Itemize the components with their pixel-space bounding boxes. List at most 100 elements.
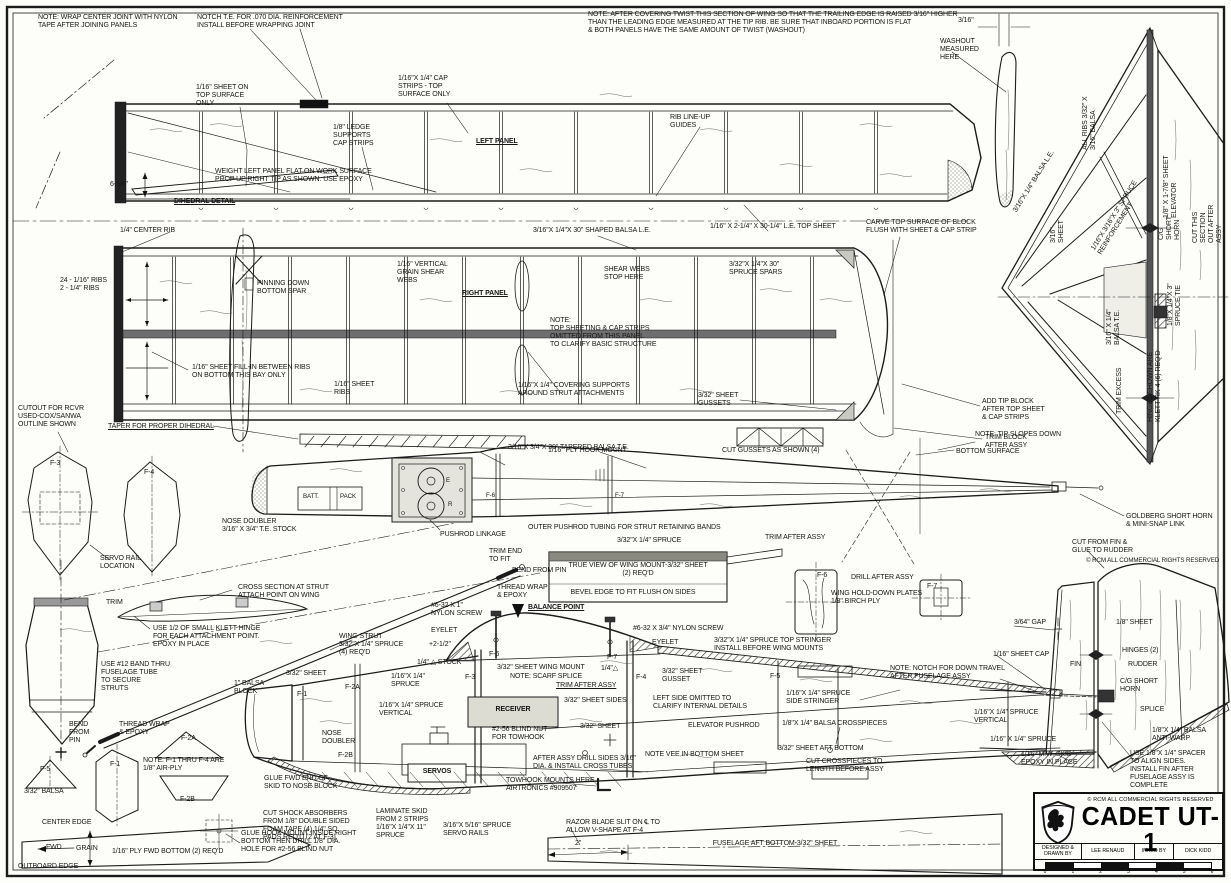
label-spruce-116: 1/16"X 1/4" SPRUCE (391, 673, 425, 689)
label-sheet-ribs: 1/16" SHEET RIBS (334, 381, 375, 397)
former-templates (21, 445, 229, 829)
label-ply-fwd: 1/16" PLY FWD BOTTOM (2) REQ'D (112, 848, 224, 855)
label-ply-hook: 1/16" PLY HOOK MOUNT (548, 447, 627, 454)
label-r-lbl: R (448, 501, 453, 508)
scale-tick: 3 (1127, 869, 1130, 875)
label-center-rib: 1/4" CENTER RIB (120, 227, 176, 234)
label-f6-mid: F-6 (489, 651, 500, 658)
label-webs-stop: SHEAR WEBS STOP HERE (604, 266, 650, 282)
label-rudder: RUDDER (1128, 661, 1158, 668)
label-spruce-spars: 3/32"X 1/4"X 30" SPRUCE SPARS (729, 261, 783, 277)
label-sheet332-2: 3/32" SHEET (580, 723, 621, 730)
label-carve-block: CARVE TOP SURFACE OF BLOCK FLUSH WITH SH… (866, 219, 977, 235)
label-f6-plate: F-6 (817, 572, 828, 579)
label-cut-from-fin: CUT FROM FIN & GLUE TO RUDDER (1072, 539, 1133, 555)
label-notch-down: NOTE: NOTCH FOR DOWN TRAVEL AFTER FUSELA… (890, 665, 1005, 681)
label-stab-le: 3/16"X 1/4" BALSA L.E. (1012, 149, 1056, 214)
label-washout-note: NOTE: AFTER COVERING TWIST THIS SECTION … (588, 11, 958, 35)
label-klett-hinge: USE 1/2 OF SMALL KLETT HINGE FOR EACH AT… (153, 625, 261, 649)
credits-row: DESIGNED & DRAWN BY LEE RENAUD INKED BY … (1035, 843, 1222, 859)
label-quarter-tri: 1/4"△ (601, 665, 619, 672)
label-left-omitted: LEFT SIDE OMITTED TO CLARIFY INTERNAL DE… (653, 695, 747, 711)
label-washout-here: WASHOUT MEASURED HERE (940, 38, 979, 62)
label-cut-cross: CUT CROSSPIECES TO LENGTH BEFORE ASSY (806, 758, 884, 774)
label-f5: F-5 (40, 766, 51, 773)
label-spruce-332-14: 3/32"X 1/4" SPRUCE (617, 537, 682, 544)
label-balsa332: 3/32" BALSA (24, 788, 64, 795)
label-spruce-reinf: 1/16"X 3/16"X 3" SPRUCE REINFORCEMENT (1090, 179, 1139, 256)
scale-tick: 4 (1154, 869, 1158, 875)
label-balsa-block: 1" BALSA BLOCK (234, 680, 265, 696)
label-f5-mid: F-5 (770, 673, 781, 680)
label-f3-mid: F-3 (465, 674, 476, 681)
label-gap364: 3/64" GAP (1014, 619, 1046, 626)
label-side-stringer: 1/16"X 1/4" SPRUCE SIDE STRINGER (786, 690, 851, 706)
label-cg-horn-stab: C/G SHORT HORN (1158, 216, 1182, 240)
label-f2b-mid: F-2B (338, 752, 353, 759)
label-elev-pushrod: ELEVATOR PUSHROD (688, 722, 760, 729)
scale-tick: 0 (1043, 869, 1047, 875)
label-thread-wrap2: THREAD WRAP & EPOXY (497, 584, 548, 600)
label-f2a: F-2A (181, 735, 196, 742)
label-razor: RAZOR BLADE SLIT ON ℄ TO ALLOW V-SHAPE A… (566, 819, 660, 835)
label-thread-wrap1: THREAD WRAP & EPOXY (119, 721, 170, 737)
scale-tick: 1 (1071, 869, 1075, 875)
stabilizer-elevator-view (997, 27, 1229, 465)
label-ledge: 1/8" LEDGE SUPPORTS CAP STRIPS (333, 124, 374, 148)
label-spruce-116b: 1/16" X 1/4" SPRUCE (990, 736, 1057, 743)
label-true-view: TRUE VIEW OF WING MOUNT-3/32" SHEET (2) … (568, 562, 708, 578)
label-elevator-sheet: 1/8" X 1-7/8" SHEET ELEVATOR (1163, 155, 1179, 218)
label-copyright-note: © RCM ALL COMMERCIAL RIGHTS RESERVED (1086, 557, 1220, 564)
scale-segment (1128, 863, 1156, 868)
label-dim-316: 3/16" (958, 17, 974, 24)
label-f7-mid: F-7 (607, 654, 618, 661)
left-panel-top-view (12, 59, 982, 222)
label-f3: F-3 (50, 460, 61, 467)
label-dim-2half: +2-1/2" (429, 641, 451, 648)
label-splice: SPLICE (1140, 706, 1165, 713)
label-cutout-rcvr: CUTOUT FOR RCVR USED-COX/SANWA OUTLINE S… (18, 405, 84, 429)
wing-hold-down-plates (785, 561, 971, 643)
label-sheet-316-stab: 3/16" SHEET (1050, 220, 1066, 243)
label-fill-in: 1/16" SHEET FILL-IN BETWEEN RIBS ON BOTT… (192, 364, 311, 380)
callout-leader-lines (57, 28, 1136, 846)
label-cg-horn2: C/G SHORT HORN (1120, 678, 1158, 694)
label-sheet-top-surface: 1/16" SHEET ON TOP SURFACE ONLY (196, 84, 249, 108)
label-all-ribs: ALL RIBS 3/32" X 3/16" BALSA (1082, 96, 1098, 150)
label-pushrod-linkage: PUSHROD LINKAGE (440, 531, 506, 538)
scale-tick: 6 (1210, 869, 1214, 875)
scale-segment (1183, 863, 1211, 868)
label-dim2: 2" (575, 840, 582, 847)
plan-title: CADET UT-1 (1081, 801, 1220, 858)
label-trim-end: TRIM END TO FIT (489, 548, 523, 564)
label-servo-rail: SERVO RAIL LOCATION (100, 555, 141, 571)
label-tapered-te: 3/16"X 3/4"X 30" TAPERED BALSA T.E. (508, 444, 629, 451)
true-view-wing-mount (548, 548, 783, 603)
label-scarf: NOTE: SCARF SPLICE (510, 673, 583, 680)
label-hold-down: WING HOLD-DOWN PLATES 1/8" BIRCH PLY (831, 590, 923, 606)
label-tip-slopes: NOTE: TIP SLOPES DOWN (975, 431, 1061, 438)
label-left-panel: LEFT PANEL (476, 138, 518, 145)
label-hinges-klett: HINGES SHOWN ARE KLETT RK-4 (6) REQ'D (1147, 350, 1163, 422)
label-eyelet1: EYELET (431, 627, 458, 634)
label-right-panel: RIGHT PANEL (462, 290, 508, 297)
scale-segment (1046, 863, 1074, 868)
designer-name: LEE RENAUD (1082, 844, 1135, 859)
label-servo-rails2: 3/16"X 5/16" SPRUCE SERVO RAILS (443, 822, 512, 838)
label-glue-fwd: GLUE FWD END OF SKID TO NOSE BLOCK (264, 775, 338, 791)
label-receiver: RECEIVER (495, 706, 531, 713)
label-crosspieces: 1/8"X 1/4" BALSA CROSSPIECES (782, 720, 887, 727)
label-bend-pin1: BEND FROM PIN (69, 721, 90, 745)
label-trim-block: TRIM BLOCK AFTER ASSY (985, 434, 1028, 450)
label-pack: PACK (340, 493, 356, 500)
label-nylon1: #6-32 X 1" NYLON SCREW (431, 602, 483, 618)
label-laminate: LAMINATE SKID FROM 2 STRIPS 1/16"X 1/4"X… (376, 808, 429, 840)
label-quarter-stock: 1/4" △ STOCK (417, 659, 462, 666)
label-aft-bottom332: 3/32" SHEET AFT BOTTOM (778, 745, 864, 752)
label-trim-after1: TRIM AFTER ASSY (765, 534, 826, 541)
label-hinges2: HINGES (2) (1122, 647, 1159, 654)
fuselage-side-view-large (244, 604, 1097, 795)
label-outer-pushrod: OUTER PUSHROD TUBING FOR STRUT RETAINING… (528, 524, 721, 531)
